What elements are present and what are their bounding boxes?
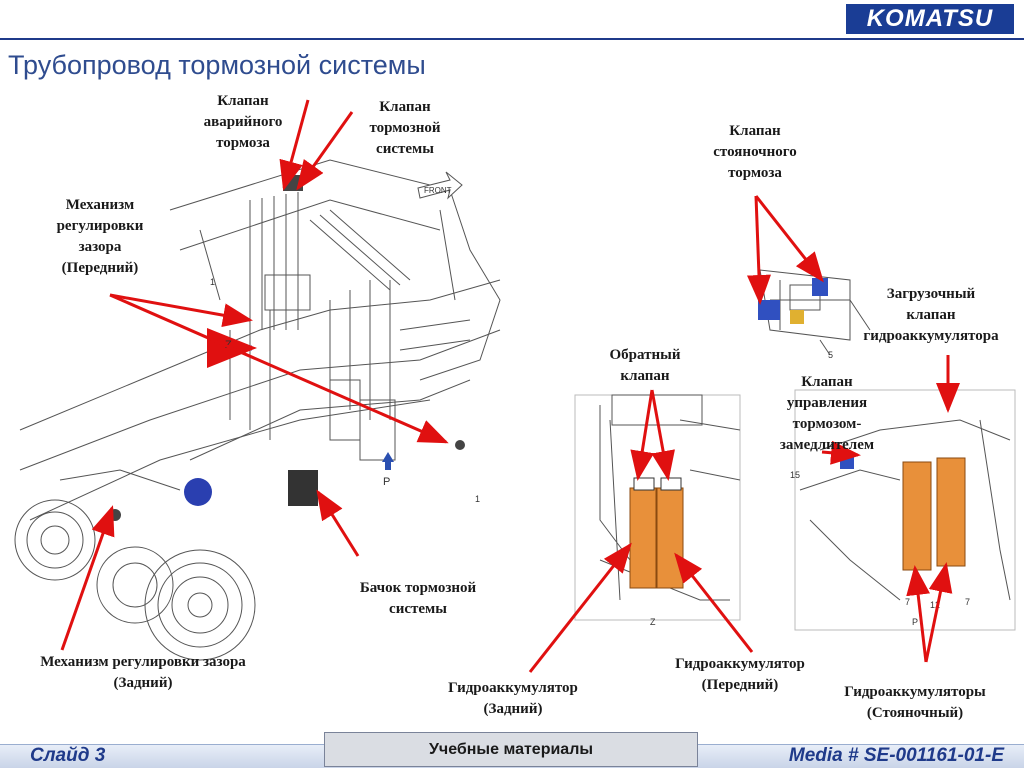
label-emergency-valve: Клапан аварийного тормоза [203, 93, 283, 151]
accumulator-rear [629, 487, 657, 589]
svg-text:12: 12 [930, 600, 940, 610]
svg-text:1: 1 [210, 277, 215, 287]
svg-text:15: 15 [790, 470, 800, 480]
brake-tank-part [288, 470, 318, 506]
pointer-arrows [60, 99, 960, 673]
label-charge-valve: Загрузочный клапан гидроаккумулятора [863, 286, 999, 344]
label-check-valve: Обратный клапан [609, 347, 681, 384]
svg-text:5: 5 [828, 350, 833, 360]
front-marker: FRONT [417, 171, 463, 200]
svg-text:7: 7 [905, 597, 910, 607]
page-title: Трубопровод тормозной системы [8, 50, 426, 80]
accumulator-front [656, 487, 684, 589]
svg-text:FRONT: FRONT [424, 186, 452, 195]
svg-text:Z: Z [225, 339, 232, 351]
accumulator-parking-1 [902, 461, 932, 571]
label-accumulator-front: Гидроаккумулятор (Передний) [675, 656, 805, 693]
label-accumulators-parking: Гидроаккумуляторы (Стояночный) [844, 684, 986, 721]
svg-text:P: P [912, 617, 918, 627]
label-parking-valve: Клапан стояночного тормоза [713, 123, 797, 181]
footer-center-box: Учебные материалы [324, 732, 698, 767]
label-slack-adjuster-rear: Механизм регулировки зазора (Задний) [40, 654, 246, 691]
komatsu-logo: KOMATSU [846, 4, 1014, 34]
chassis-drawing [19, 159, 501, 521]
label-accumulator-rear: Гидроаккумулятор (Задний) [448, 680, 578, 717]
label-brake-valve: Клапан тормозной системы [369, 99, 441, 157]
label-brake-tank: Бачок тормозной системы [359, 580, 477, 617]
wheel-hub-left [14, 499, 256, 661]
label-retarder-valve: Клапан управления тормозом- замедлителем [779, 374, 875, 453]
slide-number: Слайд 3 [30, 745, 106, 766]
svg-text:7: 7 [965, 597, 970, 607]
label-slack-adjuster-front: Механизм регулировки зазора (Передний) [56, 197, 144, 276]
svg-text:Z: Z [650, 617, 656, 627]
svg-text:1: 1 [475, 494, 480, 504]
slack-adjuster-highlight [184, 478, 212, 506]
header-rule [0, 38, 1024, 40]
svg-text:P: P [383, 476, 390, 488]
media-reference: Media # SE-001161-01-E [788, 745, 1004, 766]
accumulator-parking-2 [936, 457, 966, 567]
